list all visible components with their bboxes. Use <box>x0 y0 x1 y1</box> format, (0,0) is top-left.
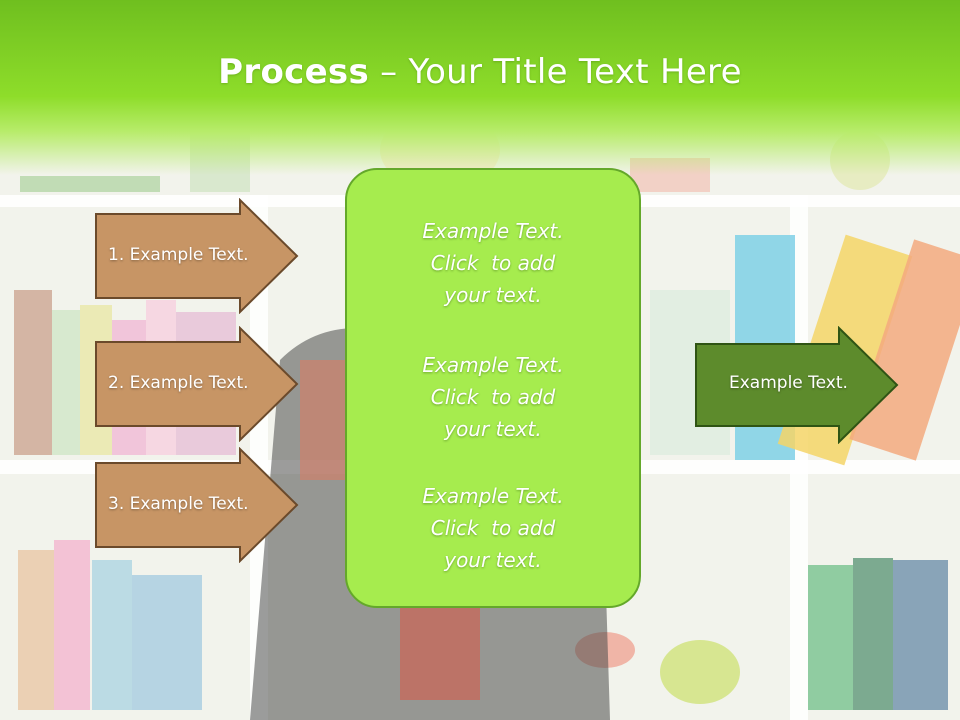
step-label-1: 1. Example Text. <box>108 245 249 265</box>
title-rest: – Your Title Text Here <box>369 52 742 92</box>
center-block-2-line-2: Click to add <box>430 385 556 409</box>
title-strong: Process <box>218 52 370 92</box>
center-block-3-line-2: Click to add <box>430 516 556 540</box>
output-arrow[interactable] <box>694 326 900 444</box>
center-block-2-line-3: your text. <box>444 417 542 441</box>
title-band <box>0 0 960 175</box>
step-arrow-2[interactable] <box>94 326 300 442</box>
center-text-box[interactable]: Example Text. Click to add your text. Ex… <box>345 168 641 608</box>
center-block-2-line-1: Example Text. <box>422 353 564 377</box>
step-arrow-1[interactable] <box>94 198 300 314</box>
center-text-block-3: Example Text. Click to add your text. <box>347 480 639 576</box>
center-block-1-line-1: Example Text. <box>422 219 564 243</box>
step-arrow-3[interactable] <box>94 447 300 563</box>
step-label-3: 3. Example Text. <box>108 494 249 514</box>
step-label-2: 2. Example Text. <box>108 373 249 393</box>
slide-title: Process – Your Title Text Here <box>0 52 960 92</box>
center-text-block-2: Example Text. Click to add your text. <box>347 349 639 445</box>
output-label: Example Text. <box>729 373 848 393</box>
center-block-3-line-1: Example Text. <box>422 484 564 508</box>
center-block-1-line-2: Click to add <box>430 251 556 275</box>
center-block-3-line-3: your text. <box>444 548 542 572</box>
center-text-block-1: Example Text. Click to add your text. <box>347 215 639 311</box>
center-block-1-line-3: your text. <box>444 283 542 307</box>
